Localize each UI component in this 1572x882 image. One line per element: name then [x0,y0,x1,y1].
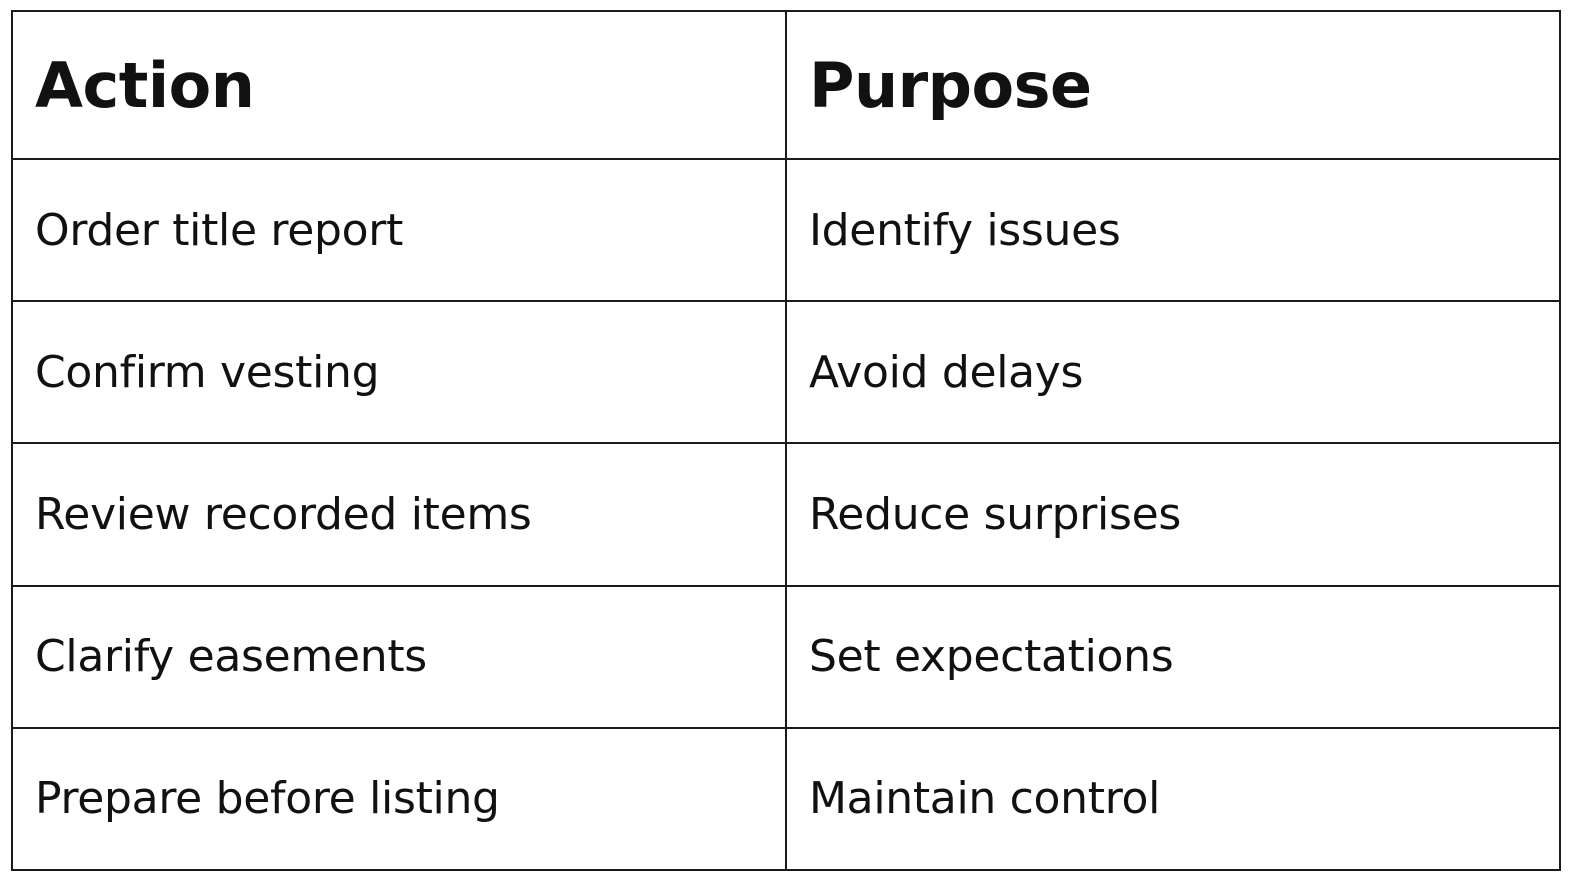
purpose-cell: Set expectations [785,584,1561,729]
column-header-purpose: Purpose [785,10,1561,160]
table-row: Prepare before listing Maintain control [11,726,1561,872]
action-purpose-table: Action Purpose Order title report Identi… [11,10,1561,872]
action-cell: Confirm vesting [11,300,787,445]
table-body: Order title report Identify issues Confi… [11,157,1561,872]
table-row: Order title report Identify issues [11,157,1561,303]
column-header-action: Action [11,10,787,160]
table-header: Action Purpose [11,10,1561,160]
table-row: Confirm vesting Avoid delays [11,300,1561,445]
purpose-cell: Maintain control [785,726,1561,872]
purpose-cell: Avoid delays [785,300,1561,445]
action-cell: Order title report [11,157,787,303]
header-row: Action Purpose [11,10,1561,160]
table-row: Review recorded items Reduce surprises [11,442,1561,587]
purpose-cell: Reduce surprises [785,442,1561,587]
action-purpose-table-container: Action Purpose Order title report Identi… [11,10,1561,872]
purpose-cell: Identify issues [785,157,1561,303]
table-row: Clarify easements Set expectations [11,584,1561,729]
action-cell: Prepare before listing [11,726,787,872]
action-cell: Review recorded items [11,442,787,587]
action-cell: Clarify easements [11,584,787,729]
